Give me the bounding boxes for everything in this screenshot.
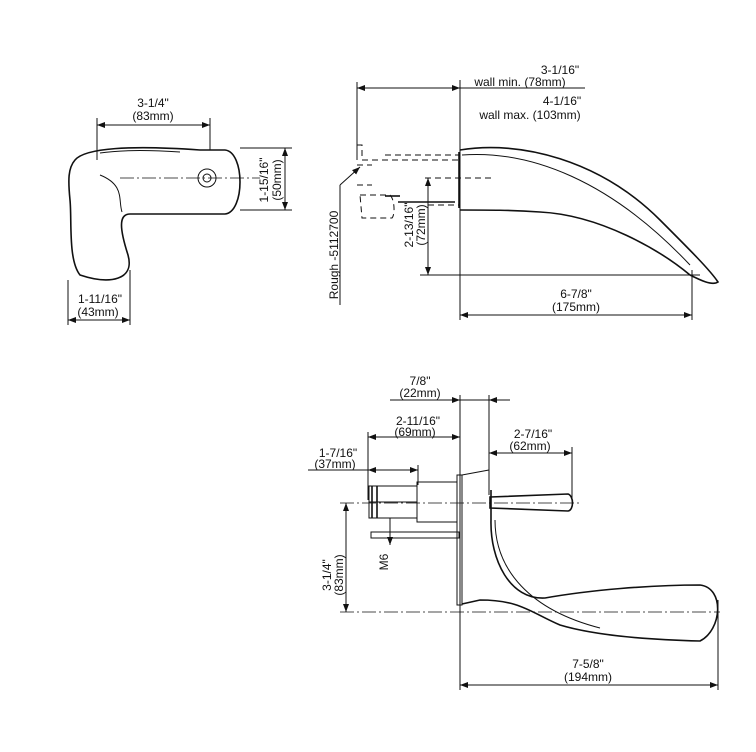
handle-top-outline	[68, 146, 241, 281]
wall-max-in: 4-1/16"	[543, 94, 581, 108]
wall-max-label: wall max. (103mm)	[478, 108, 580, 122]
conn-mm: (37mm)	[314, 457, 355, 471]
front-reach-in: 7-5/8"	[572, 657, 604, 671]
side-view: 3-1/16" wall min. (78mm) 4-1/16" wall ma…	[327, 63, 720, 320]
plate-mm: (22mm)	[399, 386, 440, 400]
top-width-in: 3-1/4"	[137, 96, 169, 110]
side-reach-in: 6-7/8"	[560, 287, 592, 301]
plate-in: 7/8"	[410, 374, 431, 388]
drop-mm: (72mm)	[414, 204, 428, 245]
front-height-in: 3-1/4"	[320, 559, 334, 591]
wall-plate	[456, 474, 463, 606]
front-height-mm: (83mm)	[332, 554, 346, 595]
body-mm: (69mm)	[394, 425, 435, 439]
body-in: 2-11/16"	[396, 414, 440, 428]
top-base-in: 1-11/16"	[78, 292, 122, 306]
wall-min-in: 3-1/16"	[541, 63, 579, 77]
wall-min-label: wall min. (78mm)	[473, 75, 565, 89]
top-height-in: 1-15/16"	[257, 158, 271, 203]
lever-handle-outline	[461, 490, 719, 642]
top-view: 3-1/4" (83mm) 1-15/16" (50mm) 1-11/16" (…	[67, 96, 292, 325]
drop-in: 2-13/16"	[402, 203, 416, 248]
thread-label: M6	[377, 553, 391, 570]
conn-in: 1-7/16"	[319, 446, 357, 460]
top-base-mm: (43mm)	[77, 305, 118, 319]
lever-in: 2-7/16"	[514, 427, 552, 441]
lever-stub	[489, 493, 574, 512]
rough-label: Rough -5112700	[327, 210, 341, 299]
side-reach-mm: (175mm)	[552, 300, 600, 314]
front-view: 7/8" (22mm) 2-11/16" (69mm) 1-7/16" (37m…	[308, 374, 720, 690]
top-width-mm: (83mm)	[132, 109, 173, 123]
front-reach-mm: (194mm)	[564, 670, 612, 684]
lever-mm: (62mm)	[509, 439, 550, 453]
top-height-mm: (50mm)	[270, 159, 284, 200]
spout-outline	[459, 146, 720, 285]
